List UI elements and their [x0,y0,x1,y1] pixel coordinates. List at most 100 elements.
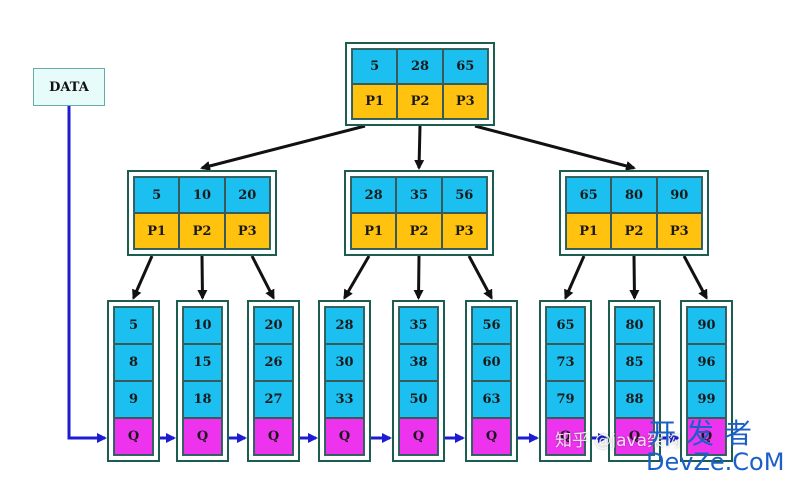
leaf-key-cell: 56 [472,307,511,344]
pointer-cell: P1 [134,213,180,249]
pointer-cell: P2 [611,213,657,249]
key-cell: 65 [442,49,488,84]
data-box: DATA [33,68,105,106]
leaf-key-cell: 88 [615,381,654,418]
leaf-key-cell: 60 [472,344,511,381]
data-arrow [67,106,107,443]
leaf-key-cell: 96 [687,344,726,381]
leaf-key-cell: 28 [325,307,364,344]
key-cell: 28 [351,177,397,213]
leaf-key-cell: 63 [472,381,511,418]
pointer-cell: P1 [352,84,398,119]
tree-arrow [250,255,275,300]
tree-arrow [413,255,424,300]
key-cell: 28 [397,49,443,84]
leaf-key-cell: 8 [114,344,153,381]
tree-arrow [132,255,154,300]
leaf-key-cell: 35 [399,307,438,344]
key-cell: 80 [611,177,657,213]
leaf-link-cell: Q [472,418,511,455]
leaf-key-cell: 73 [546,344,585,381]
leaf-link-cell: Q [183,418,222,455]
leaf-key-cell: 38 [399,344,438,381]
pointer-cell: P3 [441,213,487,249]
leaf-link-cell: Q [254,418,293,455]
pointer-cell: P3 [224,213,270,249]
pointer-cell: P1 [351,213,397,249]
key-cell: 20 [224,177,270,213]
leaf-link-cell: Q [399,418,438,455]
leaf-link-cell: Q [325,418,364,455]
tree-arrow [414,125,425,170]
tree-arrow [629,255,640,300]
key-cell: 56 [441,177,487,213]
tree-arrow [682,255,708,300]
leaf-key-cell: 90 [687,307,726,344]
key-cell: 90 [656,177,702,213]
leaf-link-cell: Q [687,418,726,455]
leaf-key-cell: 30 [325,344,364,381]
pointer-cell: P2 [179,213,225,249]
tree-arrow [467,255,493,300]
leaf-key-cell: 79 [546,381,585,418]
leaf-key-cell: 65 [546,307,585,344]
leaf-link-cell: Q [615,418,654,455]
key-cell: 5 [134,177,180,213]
leaf-key-cell: 99 [687,381,726,418]
leaf-key-cell: 18 [183,381,222,418]
pointer-cell: P1 [566,213,612,249]
tree-arrow [474,124,636,171]
leaf-key-cell: 20 [254,307,293,344]
leaf-key-cell: 9 [114,381,153,418]
site-watermark-cn: 开发者 [648,417,763,450]
pointer-cell: P2 [397,84,443,119]
leaf-key-cell: 15 [183,344,222,381]
key-cell: 5 [352,49,398,84]
leaf-link-cell: Q [114,418,153,455]
tree-arrow [343,255,371,300]
leaf-key-cell: 26 [254,344,293,381]
leaf-key-cell: 27 [254,381,293,418]
leaf-key-cell: 80 [615,307,654,344]
pointer-cell: P3 [442,84,488,119]
tree-arrow [197,255,208,300]
zhihu-watermark: 知乎 @java架构 [555,431,682,451]
leaf-key-cell: 10 [183,307,222,344]
leaf-key-cell: 85 [615,344,654,381]
key-cell: 35 [396,177,442,213]
leaf-key-cell: 50 [399,381,438,418]
leaf-link-cell: Q [546,418,585,455]
leaf-key-cell: 33 [325,381,364,418]
tree-arrow [564,255,586,300]
site-watermark-en: DevZe.CoM [646,448,785,476]
tree-arrow [200,124,366,171]
key-cell: 10 [179,177,225,213]
